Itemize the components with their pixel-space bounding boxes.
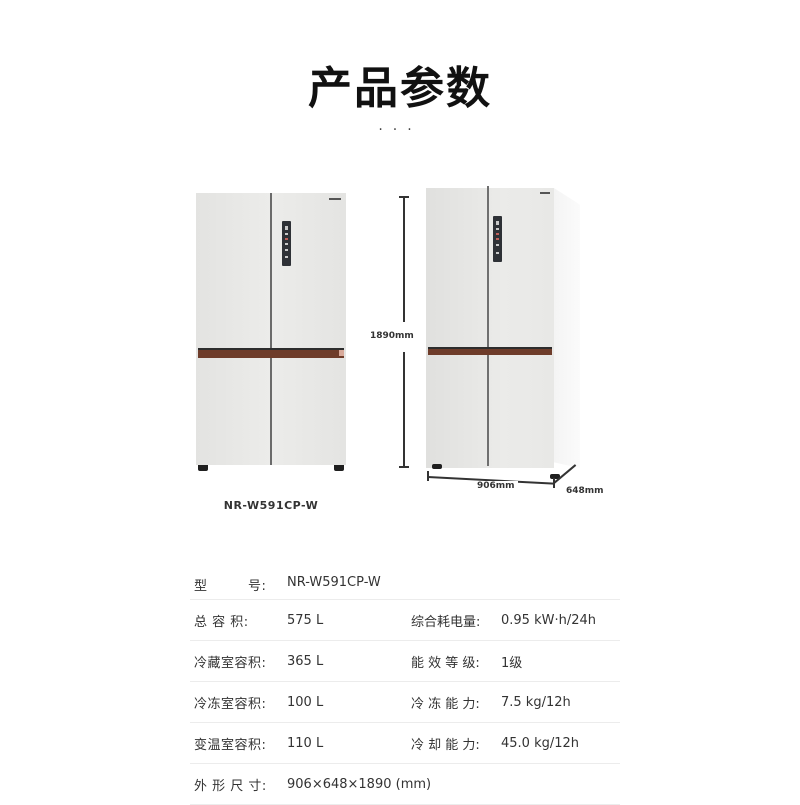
spec-row-fridge-capacity: 冷藏室容积: 365 L 能 效 等 级: 1级: [190, 641, 620, 682]
spec-label: 外 形 尺 寸:: [194, 778, 267, 794]
spec-value: 7.5 kg/12h: [501, 694, 571, 710]
brand-logo: [329, 198, 341, 200]
spec-value: NR-W591CP-W: [287, 575, 381, 590]
spec-label: 总 容 积:: [194, 614, 249, 630]
spec-row-freezer-capacity: 冷冻室容积: 100 L 冷 冻 能 力: 7.5 kg/12h: [190, 682, 620, 723]
fridge-front-view-image: [196, 193, 346, 471]
spec-label: 型 号:: [194, 579, 267, 594]
spec-row-variable-capacity: 变温室容积: 110 L 冷 却 能 力: 45.0 kg/12h: [190, 723, 620, 764]
control-panel: [282, 221, 291, 266]
handle-light: [339, 350, 344, 356]
spec-value: 365 L: [287, 653, 324, 669]
fridge-foot: [432, 464, 442, 469]
door-split-line: [270, 193, 272, 465]
spec-label: 综合耗电量:: [411, 614, 481, 630]
spec-row-dimensions: 外 形 尺 寸: 906×648×1890 (mm): [190, 764, 620, 805]
fridge-side-panel: [554, 188, 580, 468]
title-decoration-dots: ...: [378, 118, 422, 134]
model-caption: NR-W591CP-W: [223, 499, 319, 512]
door-split-line: [487, 186, 489, 466]
dimension-cap: [399, 196, 409, 198]
height-dimension-label: 1890mm: [370, 331, 414, 341]
spec-value: 906×648×1890 (mm): [287, 776, 432, 792]
brand-logo: [540, 192, 550, 194]
width-dimension-label: 906mm: [474, 481, 518, 491]
fridge-foot: [198, 465, 208, 471]
spec-value: 575 L: [287, 612, 324, 628]
fridge-foot: [550, 474, 560, 479]
door-handle-bar: [198, 348, 344, 358]
spec-table: 型 号: NR-W591CP-W 总 容 积: 575 L 综合耗电量: 0.9…: [190, 566, 620, 805]
page-title: 产品参数: [308, 63, 492, 114]
spec-label: 冷 冻 能 力:: [411, 696, 480, 712]
door-handle-bar: [428, 347, 552, 355]
dimension-cap: [399, 466, 409, 468]
spec-value: 45.0 kg/12h: [501, 735, 580, 751]
dimension-cap: [427, 471, 429, 481]
fridge-foot: [334, 465, 344, 471]
spec-value: 100 L: [287, 694, 324, 710]
spec-label: 能 效 等 级:: [411, 655, 480, 671]
control-panel: [493, 216, 502, 262]
spec-label: 变温室容积:: [194, 737, 267, 753]
depth-dimension-label: 648mm: [566, 486, 604, 496]
fridge-body: [426, 188, 554, 468]
spec-value: 0.95 kW·h/24h: [501, 612, 596, 628]
spec-value: 1级: [501, 655, 523, 671]
spec-label: 冷冻室容积:: [194, 696, 267, 712]
spec-label: 冷 却 能 力:: [411, 737, 480, 753]
spec-value: 110 L: [287, 735, 324, 751]
spec-row-model: 型 号: NR-W591CP-W: [190, 566, 620, 600]
fridge-angle-view-image: [426, 186, 586, 479]
spec-label: 冷藏室容积:: [194, 655, 267, 671]
spec-row-total-capacity: 总 容 积: 575 L 综合耗电量: 0.95 kW·h/24h: [190, 600, 620, 641]
